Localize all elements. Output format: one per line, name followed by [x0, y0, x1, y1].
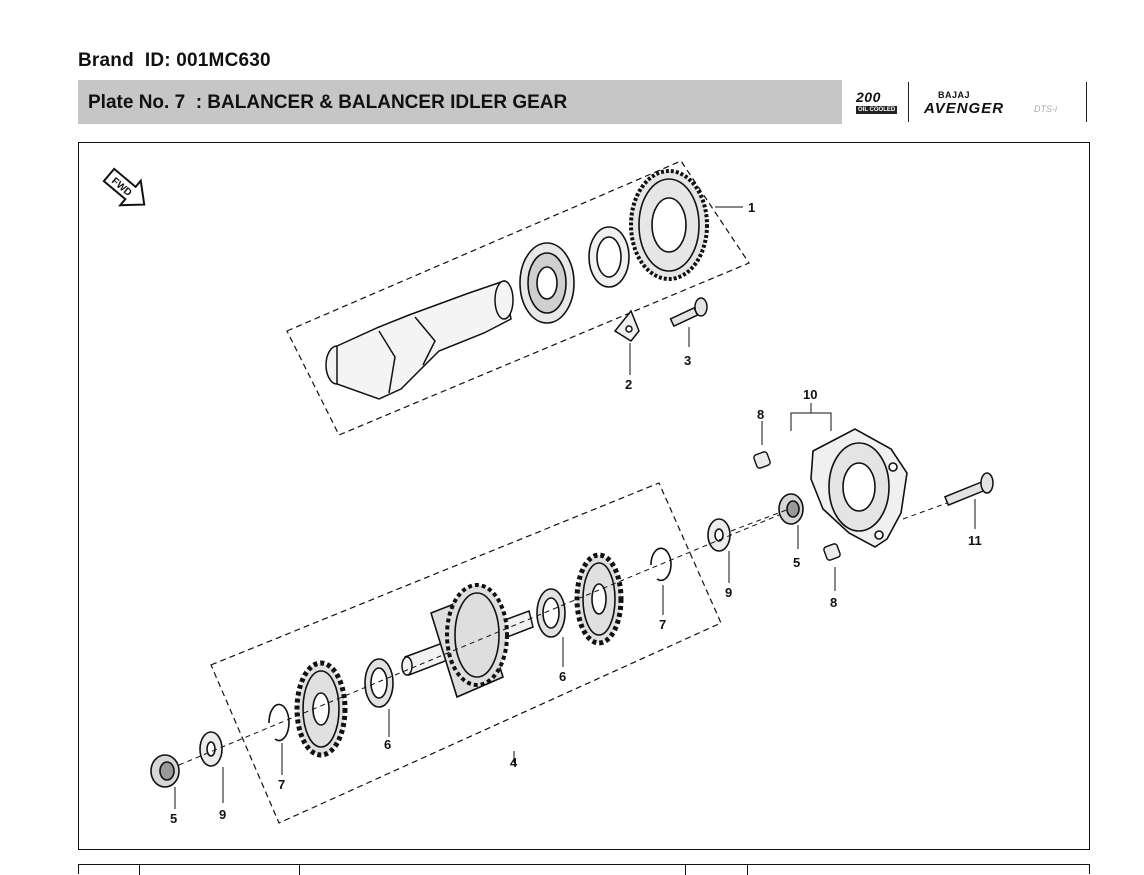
balancer-shaft	[325, 280, 514, 400]
dowel-pin	[753, 451, 841, 561]
callout-11: 11	[968, 533, 982, 548]
model-logo: 200 OIL COOLED BAJAJ AVENGER DTS-i	[848, 78, 1092, 126]
balancer-bearing	[519, 242, 575, 324]
fwd-arrow-icon: FWD	[102, 167, 146, 207]
balancer-assembly-outline	[286, 160, 750, 436]
variant-logo: DTS-i	[1034, 104, 1057, 114]
callout-7: 7	[659, 617, 666, 632]
diagram-canvas: FWD	[102, 160, 994, 826]
needle-bearing	[364, 588, 566, 708]
housing-bolt	[943, 472, 994, 507]
callout-8: 8	[830, 595, 837, 610]
table-column-divider	[139, 865, 140, 875]
callout-5: 5	[170, 811, 177, 826]
leader-lines	[174, 206, 976, 809]
logo-divider	[1086, 82, 1087, 122]
small-bearing	[150, 493, 804, 788]
balancer-housing	[810, 428, 908, 548]
callout-3: 3	[684, 353, 691, 368]
thrust-washer	[199, 518, 731, 767]
balancer-collar	[588, 226, 630, 288]
balancer-gear	[629, 169, 709, 281]
plate-title: Plate No. 7 : BALANCER & BALANCER IDLER …	[88, 92, 568, 113]
exploded-diagram: FWD	[78, 142, 1090, 850]
callout-6: 6	[559, 669, 566, 684]
callout-1: 1	[748, 200, 755, 215]
idler-gear-assembly-outline	[210, 482, 722, 824]
callout-4: 4	[510, 755, 518, 770]
bolt	[669, 297, 708, 328]
callout-7: 7	[278, 777, 285, 792]
maker-logo: BAJAJ	[938, 90, 971, 100]
circlip	[268, 547, 672, 742]
callout-5: 5	[793, 555, 800, 570]
key-plate	[613, 309, 640, 342]
callout-10: 10	[803, 387, 817, 402]
callout-6: 6	[384, 737, 391, 752]
callout-9: 9	[219, 807, 226, 822]
callout-9: 9	[725, 585, 732, 600]
engine-size-badge: 200	[856, 89, 881, 105]
table-column-divider	[299, 865, 300, 875]
oil-cooled-badge: OIL COOLED	[856, 106, 898, 114]
logo-divider	[908, 82, 909, 122]
model-logo-text: AVENGER	[924, 100, 1005, 117]
callout-2: 2	[625, 377, 632, 392]
table-column-divider	[685, 865, 686, 875]
idler-sprocket	[294, 552, 624, 758]
callout-8: 8	[757, 407, 764, 422]
parts-table-header	[78, 864, 1090, 875]
idler-gear	[430, 583, 509, 699]
assembly-axis	[178, 502, 948, 766]
brand-id: Brand ID: 001MC630	[78, 50, 271, 71]
plate-title-bar: Plate No. 7 : BALANCER & BALANCER IDLER …	[78, 80, 842, 124]
table-column-divider	[747, 865, 748, 875]
